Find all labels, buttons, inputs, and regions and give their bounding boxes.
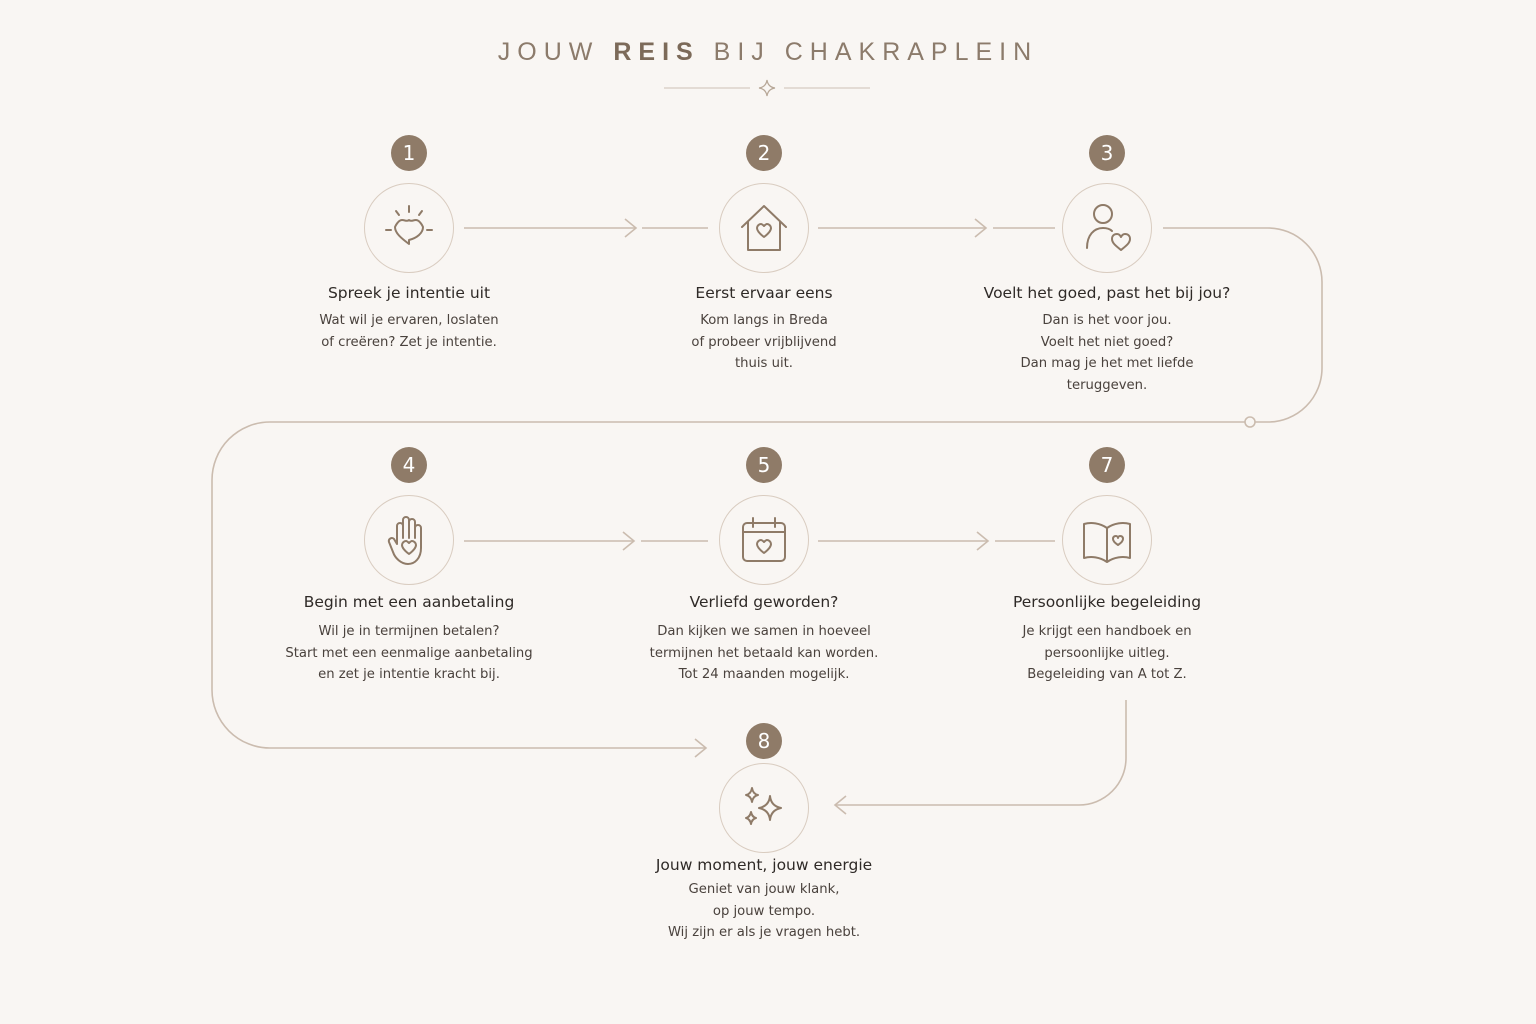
title-divider [664, 79, 870, 97]
step-number-badge: 4 [391, 447, 427, 483]
step-icon-circle [719, 183, 809, 273]
calendar-heart-icon [742, 517, 786, 562]
step-title: Spreek je intentie uit [327, 284, 491, 302]
description-line: teruggeven. [1066, 377, 1148, 393]
sparkles-icon [745, 787, 782, 825]
step-number-badge: 5 [746, 447, 782, 483]
step-icon-circle [364, 183, 454, 273]
description-line: persoonlijke uitleg. [1044, 645, 1170, 661]
description-line: Begeleiding van A tot Z. [1027, 667, 1187, 683]
description-line: op jouw tempo. [712, 903, 816, 919]
description-line: Voelt het niet goed? [1040, 334, 1174, 350]
book-heart-icon [1083, 522, 1131, 563]
person-heart-icon [1086, 204, 1131, 251]
arrow-head-7-8 [833, 795, 847, 815]
step-number-badge: 2 [746, 135, 782, 171]
description-line: Tot 24 maanden mogelijk. [678, 667, 850, 683]
description-line: termijnen het betaald kan worden. [649, 645, 879, 661]
step-icon-circle [719, 495, 809, 585]
title-post: BIJ CHAKRAPLEIN [713, 38, 1039, 66]
radiant-heart-icon [385, 205, 433, 245]
step-description: Wat wil je ervaren, loslaten of creëren? … [239, 310, 579, 353]
step-number-badge: 7 [1089, 447, 1125, 483]
step-description: Kom langs in Breda of probeer vrijblijven… [594, 310, 934, 375]
description-line: Geniet van jouw klank, [688, 882, 840, 897]
path-node [1244, 416, 1256, 428]
step-icon-circle [1062, 183, 1152, 273]
description-line: of creëren? Zet je intentie. [321, 334, 497, 350]
step-title: Begin met een aanbetaling [303, 593, 515, 611]
house-heart-icon [741, 205, 787, 251]
step-title: Eerst ervaar eens [695, 284, 833, 302]
step-title: Jouw moment, jouw energie [655, 856, 873, 874]
step-icon-circle [719, 763, 809, 853]
step-description: Wil je in termijnen betalen? Start met ee… [239, 621, 579, 686]
connector-3-4 [211, 227, 1323, 749]
description-line: Dan kijken we samen in hoeveel [657, 624, 871, 639]
description-line: Kom langs in Breda [700, 313, 828, 328]
step-title: Voelt het goed, past het bij jou? [983, 284, 1231, 302]
step-description: Je krijgt een handboek en persoonlijke ui… [937, 621, 1277, 686]
description-line: Je krijgt een handboek en [1022, 624, 1192, 639]
arrow-head-8 [694, 738, 708, 758]
step-title: Verliefd geworden? [689, 593, 839, 611]
description-line: thuis uit. [735, 356, 793, 372]
step-description: Dan is het voor jou. Voelt het niet goed?… [937, 310, 1277, 396]
description-line: of probeer vrijblijvend [691, 334, 837, 350]
step-number-badge: 8 [746, 723, 782, 759]
hand-heart-icon [387, 516, 422, 565]
step-title: Persoonlijke begeleiding [1012, 593, 1202, 611]
description-line: en zet je intentie kracht bij. [318, 667, 500, 683]
title-pre: JOUW [497, 38, 600, 66]
arrow-5-7 [818, 531, 1055, 551]
step-icon-circle [1062, 495, 1152, 585]
arrow-2-3 [818, 218, 1055, 238]
arrow-4-5 [464, 531, 708, 551]
step-number-badge: 1 [391, 135, 427, 171]
step-description: Dan kijken we samen in hoeveel termijnen … [594, 621, 934, 686]
connector-7-8 [835, 700, 1127, 806]
description-line: Wij zijn er als je vragen hebt. [667, 925, 861, 941]
arrow-1-2 [464, 218, 708, 238]
page-title: JOUW REIS BIJ CHAKRAPLEIN [0, 38, 1536, 67]
description-line: Dan mag je het met liefde [1020, 356, 1194, 372]
step-number-badge: 3 [1089, 135, 1125, 171]
description-line: Wat wil je ervaren, loslaten [319, 313, 499, 328]
description-line: Dan is het voor jou. [1042, 313, 1172, 328]
step-description: Geniet van jouw klank, op jouw tempo. Wij … [594, 879, 934, 944]
description-line: Wil je in termijnen betalen? [318, 624, 500, 639]
title-bold: REIS [613, 38, 700, 66]
description-line: Start met een eenmalige aanbetaling [285, 645, 533, 661]
step-icon-circle [364, 495, 454, 585]
